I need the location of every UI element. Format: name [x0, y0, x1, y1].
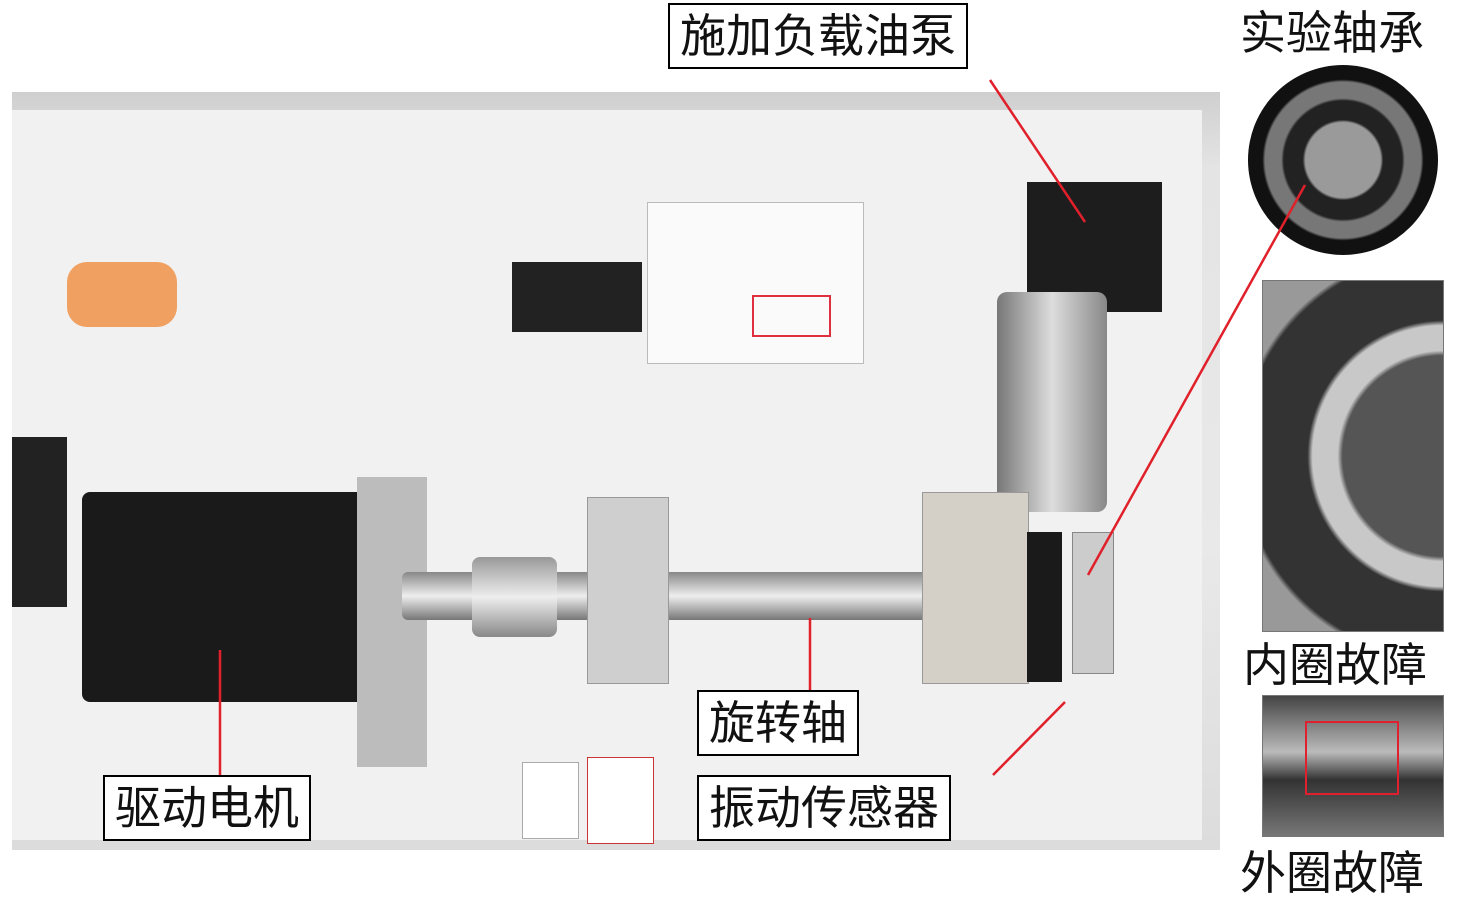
- test-bearing-image: [1248, 65, 1438, 255]
- oil-pump-leader: [988, 79, 1087, 223]
- warning-sign: [522, 762, 579, 839]
- load-cylinder-head: [1027, 182, 1162, 312]
- inner-race-fault-image: [1262, 280, 1444, 632]
- outer-race-fault-image: [1262, 695, 1444, 837]
- inner-fault-label: 内圈故障: [1243, 638, 1427, 692]
- test-bearing-label: 实验轴承: [1240, 6, 1424, 60]
- oil-pump-panel: [647, 202, 864, 364]
- valve-block: [512, 262, 642, 332]
- sensor-leader: [992, 701, 1066, 776]
- outer-fault-label: 外圈故障: [1240, 846, 1424, 900]
- shaft-label: 旋转轴: [697, 690, 859, 756]
- support-bearing-block: [587, 497, 669, 684]
- drive-motor: [82, 492, 372, 702]
- load-cylinder: [997, 292, 1107, 512]
- sensor-mount: [1072, 532, 1114, 674]
- sensor-label: 振动传感器: [697, 775, 951, 841]
- coupling: [472, 557, 557, 637]
- oil-pump-label: 施加负载油泵: [668, 3, 968, 69]
- pump-sticker: [752, 295, 831, 337]
- test-rig-photo: [12, 92, 1220, 850]
- test-bearing-block: [922, 492, 1029, 684]
- motor-flange: [357, 477, 427, 767]
- bearing-leader: [1086, 184, 1307, 576]
- bearing-housing-end: [1027, 532, 1062, 682]
- fault-highlight-box: [1305, 721, 1399, 795]
- motor-label: 驱动电机: [103, 775, 311, 841]
- caution-sign: [587, 757, 654, 844]
- motor-cable: [12, 437, 67, 607]
- orange-tag: [67, 262, 177, 327]
